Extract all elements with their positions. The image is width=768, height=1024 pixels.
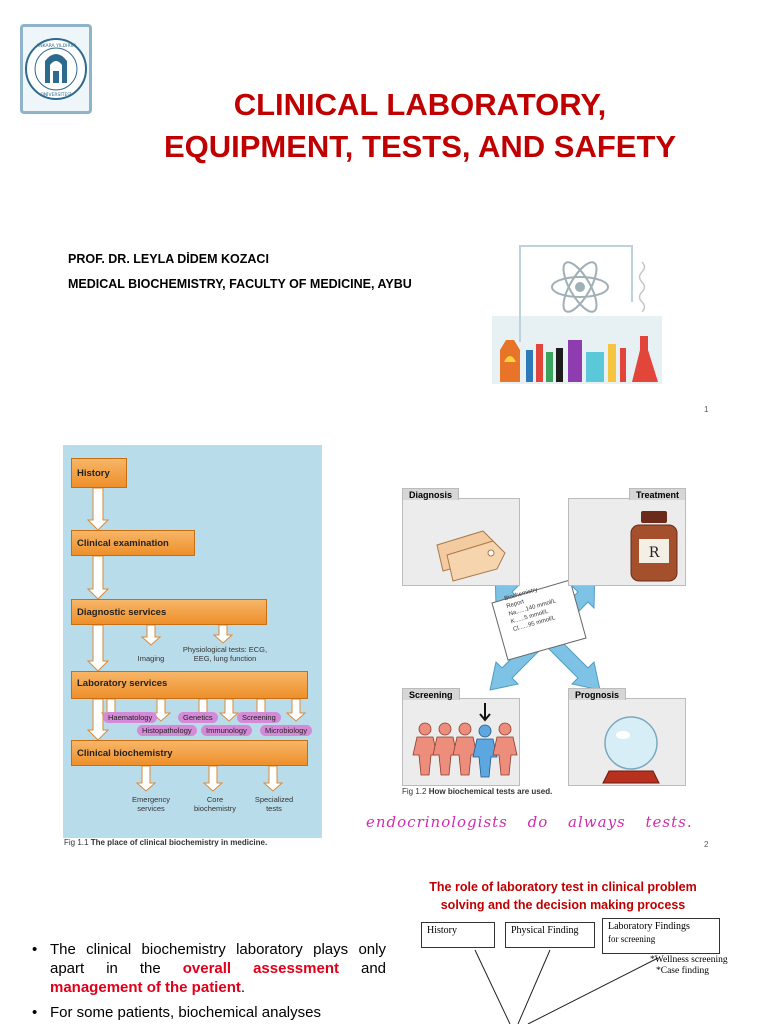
author-block: PROF. DR. LEYLA DİDEM KOZACI MEDICAL BIO… xyxy=(68,247,412,297)
biochem-emergency-services: Emergency services xyxy=(132,795,170,813)
figure-2-caption-text: How biochemical tests are used. xyxy=(428,787,553,796)
emphasis-overall-assessment: overall assessment xyxy=(182,960,339,977)
folder-diagnosis: Diagnosis xyxy=(402,488,520,586)
flowchart-arrows xyxy=(86,487,307,792)
pill-microbiology: Microbiology xyxy=(260,725,313,736)
bullet-item: The clinical biochemistry laboratory pla… xyxy=(30,940,386,997)
role-title-line-2: solving and the decision making process xyxy=(440,898,686,912)
page-number-2: 2 xyxy=(704,840,709,849)
figure-2-caption: Fig 1.2 How biochemical tests are used. xyxy=(402,787,552,796)
role-title: The role of laboratory test in clinical … xyxy=(398,878,728,914)
folder-screening: Screening xyxy=(402,688,520,786)
emphasis-management-of-patient: management of the patient xyxy=(50,979,241,996)
medicine-bottle-icon: R xyxy=(630,511,678,582)
author-affiliation: MEDICAL BIOCHEMISTRY, FACULTY OF MEDICIN… xyxy=(68,277,412,291)
box-laboratory-findings: Laboratory Findings for screening xyxy=(602,918,720,954)
biochem-specialized-tests: Specialized tests xyxy=(254,795,294,813)
flow-laboratory-services: Laboratory services xyxy=(71,671,308,699)
people-screening-icon xyxy=(412,703,518,778)
box-laboratory-findings-label: Laboratory Findings xyxy=(608,921,690,932)
bullet-text: and xyxy=(338,960,387,977)
pill-genetics: Genetics xyxy=(178,712,218,723)
price-tag-icon xyxy=(436,530,506,582)
bullet-list: The clinical biochemistry laboratory pla… xyxy=(30,940,386,1024)
flow-diagnostic-services: Diagnostic services xyxy=(71,599,267,625)
page-number-1: 1 xyxy=(704,405,709,414)
figure-1-caption: Fig 1.1 The place of clinical biochemist… xyxy=(64,838,267,847)
figure-2-diagram: Biochemistry Report Na......140 mmol/L K… xyxy=(400,488,690,788)
folder-treatment: Treatment R xyxy=(568,488,686,586)
pill-haematology: Haematology xyxy=(103,712,158,723)
box-history: History xyxy=(421,922,495,948)
folder-prognosis: Prognosis xyxy=(568,688,686,786)
university-seal-icon: ANKARA YILDIRIM ÜNİVERSİTESİ xyxy=(25,38,87,100)
biochem-core-biochemistry: Core biochemistry xyxy=(193,795,237,813)
decision-lines xyxy=(474,949,659,1024)
folder-diagnosis-label: Diagnosis xyxy=(402,488,460,500)
role-title-line-1: The role of laboratory test in clinical … xyxy=(429,880,697,894)
bullet-text: For some patients, biochemical analyses xyxy=(50,1004,321,1021)
figure-2-number: Fig 1.2 xyxy=(402,787,427,796)
crystal-ball-icon xyxy=(602,716,660,784)
laboratory-atom-icon xyxy=(492,245,662,384)
diag-physiological-tests: Physiological tests: ECG, EEG, lung func… xyxy=(182,645,268,663)
flow-history: History xyxy=(71,458,127,488)
figure-1-caption-text: The place of clinical biochemistry in me… xyxy=(90,838,268,847)
figure-1-flowchart: History Clinical examination Diagnostic … xyxy=(63,445,322,838)
handwritten-note: endocrinologists do always tests. xyxy=(366,813,693,831)
university-logo: ANKARA YILDIRIM ÜNİVERSİTESİ xyxy=(20,24,92,114)
title-line-2: EQUIPMENT, TESTS, AND SAFETY xyxy=(163,129,677,164)
folder-screening-label: Screening xyxy=(402,688,460,700)
flow-clinical-examination: Clinical examination xyxy=(71,530,195,556)
author-name: PROF. DR. LEYLA DİDEM KOZACI xyxy=(68,252,269,266)
flow-clinical-biochemistry: Clinical biochemistry xyxy=(71,740,308,766)
box-physical-finding: Physical Finding xyxy=(505,922,595,948)
bullet-text: . xyxy=(240,979,246,996)
bullet-item: For some patients, biochemical analyses xyxy=(30,1003,386,1022)
laboratory-illustration xyxy=(492,232,662,384)
pill-screening: Screening xyxy=(237,712,281,723)
pill-immunology: Immunology xyxy=(201,725,252,736)
figure-1-number: Fig 1.1 xyxy=(64,838,89,847)
title-line-1: CLINICAL LABORATORY, xyxy=(233,87,607,122)
bullet-text: The clinical biochemistry laboratory pla… xyxy=(50,941,386,977)
svg-text:R: R xyxy=(649,545,660,561)
diag-imaging: Imaging xyxy=(137,654,165,663)
pill-histopathology: Histopathology xyxy=(137,725,197,736)
note-wellness-screening: *Wellness screening xyxy=(650,955,728,965)
slide-title: CLINICAL LABORATORY, EQUIPMENT, TESTS, A… xyxy=(100,84,740,168)
svg-text:ÜNİVERSİTESİ: ÜNİVERSİTESİ xyxy=(41,91,72,98)
folder-prognosis-label: Prognosis xyxy=(568,688,627,700)
box-laboratory-findings-sub: for screening xyxy=(608,934,656,944)
folder-treatment-label: Treatment xyxy=(628,488,686,500)
note-case-finding: *Case finding xyxy=(656,966,710,976)
svg-text:ANKARA YILDIRIM: ANKARA YILDIRIM xyxy=(36,43,76,49)
